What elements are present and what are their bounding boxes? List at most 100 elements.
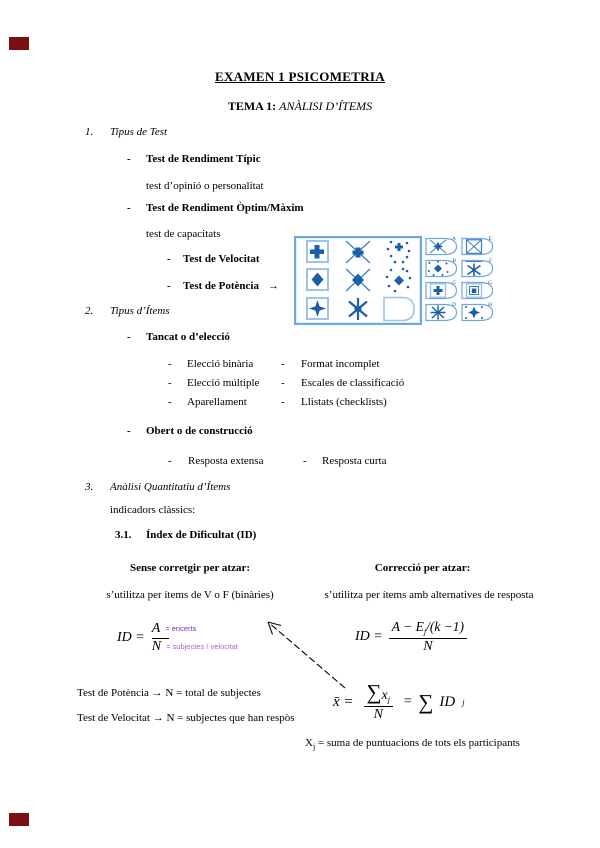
sub-correccio-atzar: s’utilitza per ítems amb alternatives de… <box>324 589 534 601</box>
option-letter: D <box>452 302 456 308</box>
item-rendiment-tipic: Test de Rendiment Típic <box>146 153 261 165</box>
formula-var-N: N <box>151 638 162 654</box>
bullet-dash: - <box>168 358 172 370</box>
bullet-dash: - <box>127 331 131 343</box>
note-xj-suma: Xj = suma de puntuacions de tots els par… <box>305 737 520 752</box>
sub-j: j <box>462 697 465 707</box>
formula-var-A: A <box>151 621 161 636</box>
red-mark-bottom <box>9 813 29 826</box>
option-badge-g: G <box>461 280 494 300</box>
glyph-star4-dots-icon <box>461 303 494 322</box>
option-badge-d: D <box>425 302 458 322</box>
list-number-1: 1. <box>85 126 94 138</box>
glyph-dots-diamond-icon <box>386 268 412 293</box>
arrow-right-glyph: → <box>268 280 279 292</box>
glyph-square-in-square-icon <box>461 281 494 300</box>
glyph-empty-answer-shape-icon <box>383 296 416 322</box>
option-badge-e: E <box>461 236 494 256</box>
glyph-plus-box-icon <box>425 281 458 300</box>
item-tancat: Tancat o d’elecció <box>146 331 230 343</box>
red-mark-top <box>9 37 29 50</box>
indicadors-line: indicadors clàssics: <box>110 504 196 516</box>
option-badge-h: H <box>461 302 494 322</box>
mean-xj: x <box>381 688 388 703</box>
item-resposta-curta: Resposta curta <box>322 455 387 467</box>
option-badge-b: B <box>425 258 458 278</box>
mean-ID: ID <box>439 694 456 711</box>
formula-id-lhs: ID = <box>355 628 383 644</box>
tema-label: TEMA 1: <box>227 99 280 113</box>
item-escales-classificacio: Escales de classificació <box>301 377 405 389</box>
bullet-dash: - <box>127 202 131 214</box>
glyph-star6-icon <box>348 297 368 320</box>
option-letter: G <box>488 280 492 286</box>
bullet-dash: - <box>281 358 285 370</box>
formula-id-simple: ID = A= encerts N= subjectes / velocitat <box>117 621 238 654</box>
item-obert: Obert o de construcció <box>146 425 253 437</box>
glyph-plus-box-icon <box>305 240 329 264</box>
page-title: EXAMEN 1 PSICOMETRIA <box>215 69 385 84</box>
header-sense-corretgir: Sense corretgir per atzar: <box>129 562 251 574</box>
sub-j: j <box>387 695 390 705</box>
fraction: A − Ej/(k −1) N <box>388 619 468 655</box>
bullet-dash: - <box>281 377 285 389</box>
sigma-icon: ∑ <box>418 689 434 714</box>
note-test-potencia: Test de Potència → N = total de subjecte… <box>77 687 261 699</box>
glyph-star-rays-icon <box>461 259 494 278</box>
item-resposta-extensa: Resposta extensa <box>188 455 264 467</box>
bullet-dash: - <box>168 377 172 389</box>
bullet-dash: - <box>303 455 307 467</box>
section-tipus-items: Tipus d’Ítems <box>110 305 170 317</box>
tema-title: ANÀLISI D’ÍTEMS <box>279 99 373 113</box>
subsection-number: 3.1. <box>115 529 132 541</box>
corr-k-term: /(k −1) <box>426 619 465 634</box>
fraction-bar <box>151 637 169 639</box>
option-letter: E <box>488 236 492 242</box>
glyph-dots-plus-icon <box>387 240 411 264</box>
item-eleccio-multiple: Elecció múltiple <box>187 377 260 389</box>
item-llistats: Llistats (checklists) <box>301 396 387 408</box>
corr-denominator: N <box>423 638 433 654</box>
answer-options: A E B F <box>425 236 494 322</box>
tema-heading: TEMA 1: ANÀLISI D’ÍTEMS <box>0 99 600 113</box>
mean-denominator: N <box>373 706 383 722</box>
xj-sub: j <box>312 742 316 752</box>
glyph-dots-diamond-icon <box>425 259 458 278</box>
corr-sub-j: j <box>423 627 427 637</box>
list-number-2: 2. <box>85 305 94 317</box>
item-rendiment-optim: Test de Rendiment Òptim/Màxim <box>146 202 304 214</box>
option-letter: B <box>452 258 456 264</box>
option-badge-c: C <box>425 280 458 300</box>
fraction: ∑xj N <box>363 680 393 723</box>
glyph-burst-star-icon <box>425 303 458 322</box>
option-badge-a: A <box>425 236 458 256</box>
glyph-star4-box-icon <box>305 296 329 320</box>
header-correccio-atzar: Correcció per atzar: <box>374 562 471 574</box>
section-analisi-quantitatiu: Anàlisi Quantitatiu d’Ítems <box>110 481 231 493</box>
desc-rendiment-optim: test de capacitats <box>146 228 221 240</box>
bullet-dash: - <box>127 425 131 437</box>
bullet-dash: - <box>168 396 172 408</box>
sigma-icon: ∑ <box>366 680 382 704</box>
bullet-dash: - <box>167 253 171 265</box>
glyph-diamond-box-icon <box>305 268 329 292</box>
corr-numerator: A − E <box>391 619 424 634</box>
annotation-arrow-icon <box>267 621 346 689</box>
list-number-3: 3. <box>85 481 94 493</box>
item-test-velocitat: Test de Velocitat <box>183 253 260 265</box>
xbar-lhs: x̄ = <box>333 694 354 711</box>
item-aparellament: Aparellament <box>187 396 247 408</box>
xj-text: = suma de puntuacions de tots els partic… <box>315 737 520 749</box>
formula-id-lhs: ID = <box>117 629 145 645</box>
option-letter: A <box>452 236 456 242</box>
desc-rendiment-tipic: test d’opinió o personalitat <box>146 180 264 192</box>
option-badge-f: F <box>461 258 494 278</box>
item-eleccio-binaria: Elecció binària <box>187 358 254 370</box>
sub-sense-corretgir: s’utilitza per ítems de V o F (binàries) <box>106 589 274 601</box>
option-letter: C <box>452 280 456 286</box>
xj-var: X <box>305 737 313 749</box>
note-encerts: = encerts <box>165 624 197 634</box>
bullet-dash: - <box>281 396 285 408</box>
bullet-dash: - <box>127 153 131 165</box>
